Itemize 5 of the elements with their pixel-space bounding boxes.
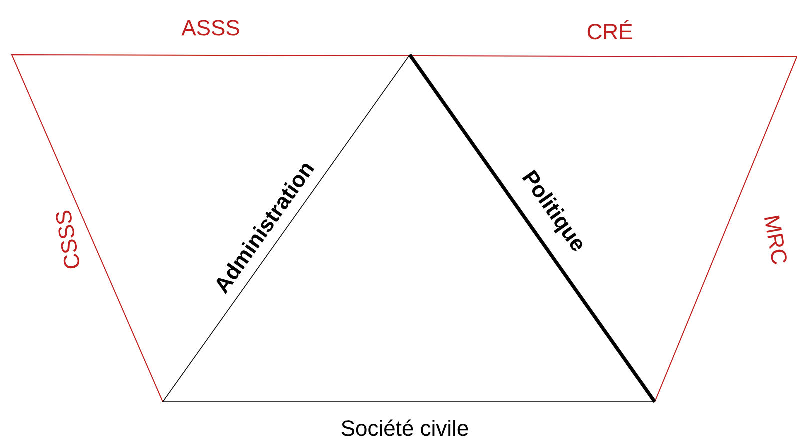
side-label: Société civile bbox=[342, 420, 468, 436]
side-label: CRÉ bbox=[588, 20, 632, 40]
side-label: MRC bbox=[764, 216, 787, 264]
side-label: CSSS bbox=[56, 210, 80, 269]
side-label: ASSS bbox=[182, 20, 240, 36]
